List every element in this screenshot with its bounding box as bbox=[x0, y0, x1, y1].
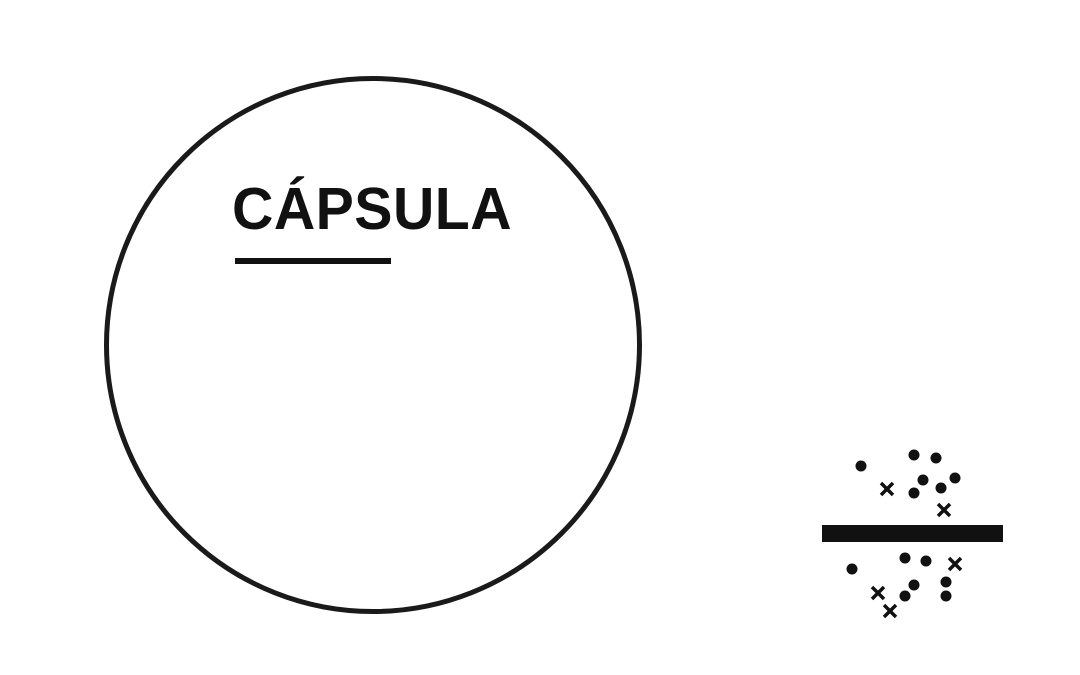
particle-dot bbox=[908, 487, 920, 499]
capsule-title: CÁPSULA bbox=[232, 176, 513, 242]
particle-dot bbox=[949, 472, 961, 484]
particle-dot bbox=[930, 452, 942, 464]
capsule-circle bbox=[104, 76, 642, 614]
particle-cross bbox=[879, 481, 895, 497]
particle-dot bbox=[920, 555, 932, 567]
membrane-bar bbox=[822, 525, 1003, 542]
particle-dot bbox=[908, 579, 920, 591]
particle-dot bbox=[855, 460, 867, 472]
particle-cross bbox=[947, 556, 963, 572]
particle-dot bbox=[940, 576, 952, 588]
particle-dot bbox=[899, 552, 911, 564]
title-underline bbox=[235, 258, 391, 264]
particle-dot bbox=[935, 482, 947, 494]
particle-dot bbox=[917, 474, 929, 486]
particle-cross bbox=[882, 603, 898, 619]
particle-dot bbox=[899, 590, 911, 602]
particle-cross bbox=[870, 585, 886, 601]
particle-cross bbox=[936, 502, 952, 518]
particle-dot bbox=[940, 590, 952, 602]
particle-dot bbox=[908, 449, 920, 461]
particle-dot bbox=[846, 563, 858, 575]
